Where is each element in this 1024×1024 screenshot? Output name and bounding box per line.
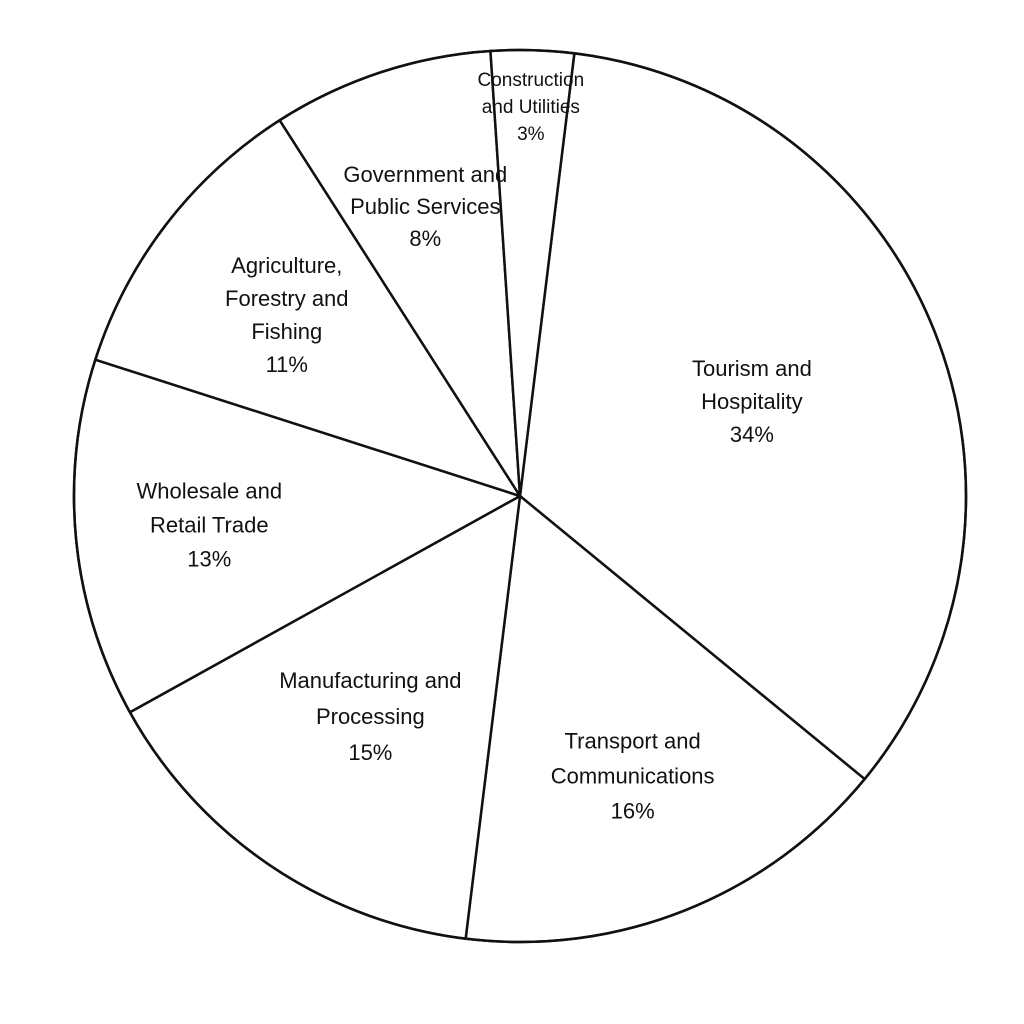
slice-name-line: Tourism and	[692, 356, 812, 381]
slice-name-line: Public Services	[350, 194, 500, 219]
slice-name-line: Processing	[316, 704, 425, 729]
slice-name-line: Retail Trade	[150, 512, 269, 537]
slice-name-line: Transport and	[565, 728, 701, 753]
slice-value-label: 8%	[409, 226, 441, 251]
slice-value-label: 16%	[611, 798, 655, 823]
slice-name-line: Construction	[477, 70, 584, 91]
slice-name-line: Government and	[343, 162, 507, 187]
slice-value-label: 34%	[730, 422, 774, 447]
slice-value-label: 15%	[348, 740, 392, 765]
slice-name-line: Wholesale and	[137, 478, 283, 503]
slice-name-line: Agriculture,	[231, 253, 342, 278]
slice-name-line: Fishing	[251, 319, 322, 344]
slice-name-line: Forestry and	[225, 286, 349, 311]
slice-name-line: and Utilities	[482, 97, 580, 118]
slice-name-line: Communications	[551, 763, 715, 788]
slice-name-line: Hospitality	[701, 389, 802, 414]
slice-name-line: Manufacturing and	[279, 668, 461, 693]
slice-value-label: 11%	[266, 352, 308, 377]
pie-outline	[72, 48, 968, 944]
slice-value-label: 13%	[187, 546, 231, 571]
slice-label: Construction and Utilities 3%	[477, 70, 584, 145]
slice-value-label: 3%	[517, 124, 545, 145]
